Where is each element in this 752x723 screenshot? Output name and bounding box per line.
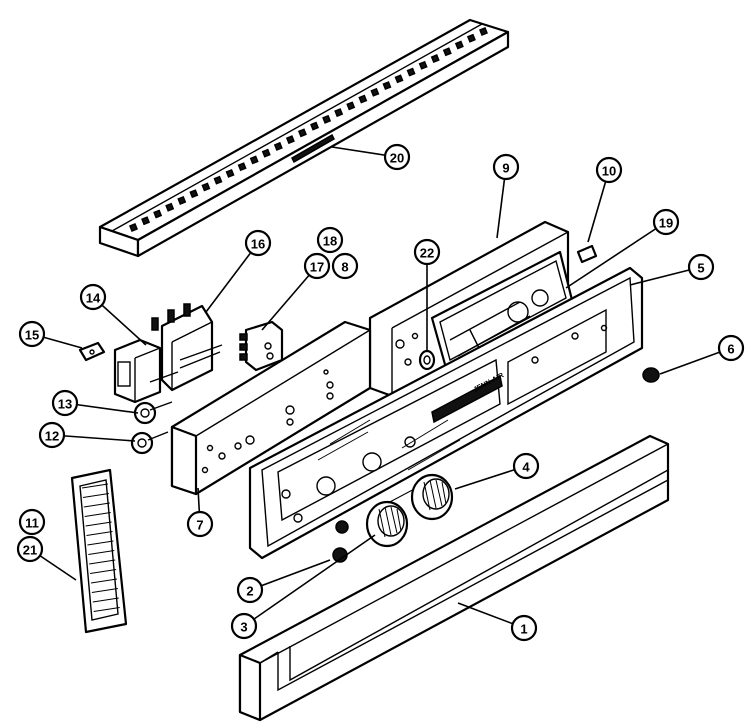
callout-1: 1 — [510, 614, 538, 642]
callout-10: 10 — [595, 156, 623, 184]
callout-label: 7 — [196, 518, 203, 533]
callout-label: 14 — [86, 291, 101, 306]
callout-label: 16 — [251, 237, 265, 252]
callout-15: 15 — [18, 320, 46, 348]
callout-9: 9 — [492, 153, 520, 181]
callout-5: 5 — [687, 253, 715, 281]
callout-8: 8 — [331, 252, 359, 280]
callout-4: 4 — [512, 452, 540, 480]
part-6-insert — [642, 367, 660, 383]
callout-label: 13 — [58, 397, 72, 412]
leader-line-19 — [565, 221, 667, 289]
callout-label: 20 — [390, 151, 404, 166]
callout-label: 21 — [23, 543, 37, 558]
part-15-bracket — [78, 341, 106, 362]
callout-label: 10 — [602, 164, 616, 179]
callout-2: 2 — [236, 576, 264, 604]
leader-line-16 — [205, 242, 259, 313]
callout-label: 4 — [522, 460, 530, 475]
callout-label: 3 — [240, 620, 247, 635]
callout-21: 21 — [16, 535, 44, 563]
callout-label: 22 — [420, 246, 434, 261]
leader-line-3 — [243, 534, 376, 627]
leader-line-2 — [249, 559, 331, 591]
callout-6: 6 — [717, 334, 745, 362]
callout-label: 5 — [697, 261, 704, 276]
part-22-grommet — [418, 349, 436, 371]
part-5-front-panel: JENN-AIR — [248, 266, 644, 560]
part-3-knob — [365, 500, 409, 548]
callout-19: 19 — [652, 208, 680, 236]
leader-line-17 — [261, 265, 318, 331]
part-7-bracket — [170, 320, 372, 496]
callout-label: 9 — [502, 161, 509, 176]
part-17-terminal-block — [239, 320, 284, 372]
part-20-vent-trim — [98, 18, 510, 258]
part-4-knob — [410, 473, 454, 521]
part-11-filter — [70, 468, 128, 634]
callout-16: 16 — [244, 229, 272, 257]
callout-13: 13 — [51, 389, 79, 417]
part-12-rotary-switch — [130, 431, 169, 455]
leader-line-12 — [51, 434, 136, 442]
callout-20: 20 — [383, 143, 411, 171]
callout-label: 1 — [520, 622, 527, 637]
part-16-switch — [151, 303, 223, 392]
callout-7: 7 — [186, 510, 214, 538]
callout-label: 8 — [341, 260, 348, 275]
callout-label: 18 — [323, 234, 337, 249]
callout-3: 3 — [230, 612, 258, 640]
callout-label: 12 — [45, 429, 59, 444]
callout-12: 12 — [38, 421, 66, 449]
callout-22: 22 — [413, 238, 441, 266]
part-10-clip — [576, 244, 598, 264]
callout-label: 11 — [25, 516, 39, 531]
part-2-insert — [332, 520, 349, 563]
callout-label: 19 — [659, 216, 673, 231]
callout-11: 11 — [18, 508, 46, 536]
callout-label: 15 — [25, 328, 39, 343]
part-1-trim-extrusion — [238, 434, 670, 722]
part-13-rotary-switch — [133, 401, 173, 425]
callout-label: 2 — [246, 584, 253, 599]
callout-label: 17 — [310, 260, 324, 275]
callout-18: 18 — [316, 226, 344, 254]
callout-14: 14 — [79, 283, 107, 311]
callout-17: 17 — [303, 252, 331, 280]
callout-label: 6 — [727, 342, 734, 357]
